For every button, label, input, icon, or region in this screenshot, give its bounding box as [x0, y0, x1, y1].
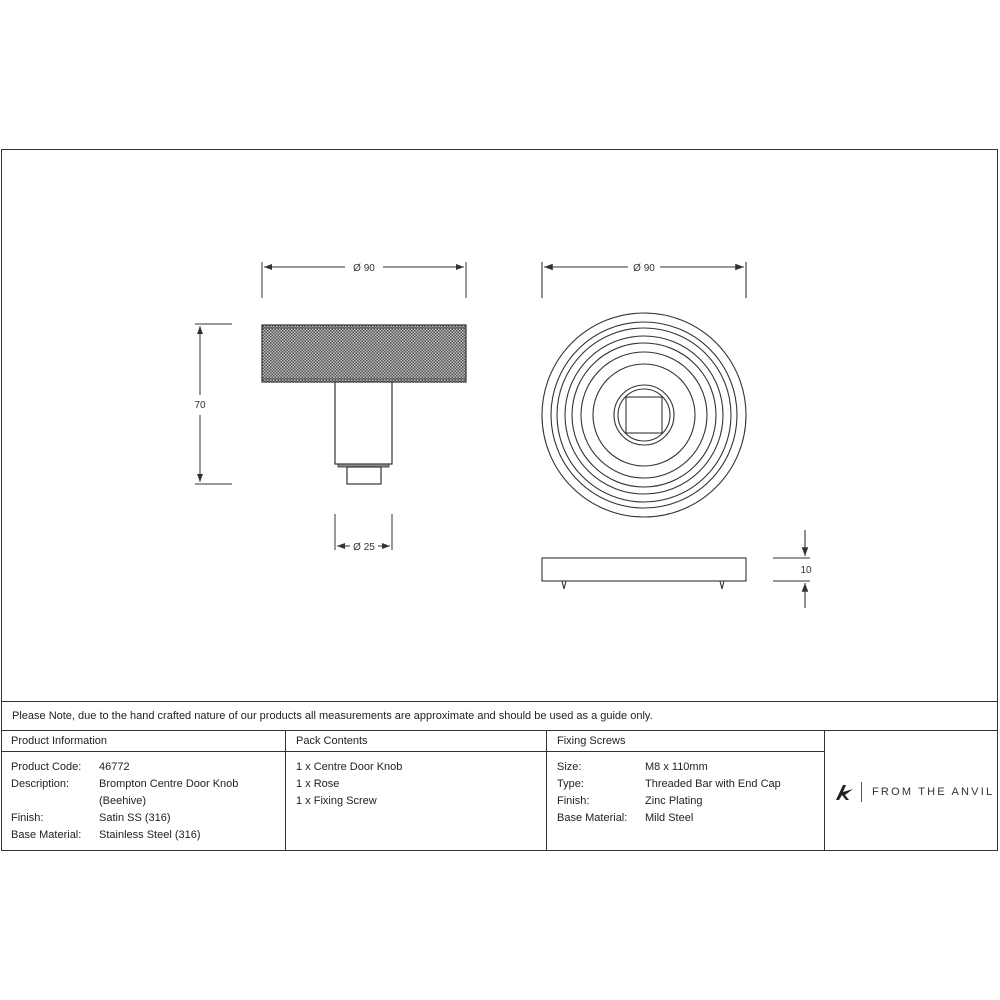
brand-logo: FROM THE ANVIL: [835, 782, 994, 802]
pack-item: 1 x Fixing Screw: [296, 795, 377, 807]
spec-row: Base Material:Stainless Steel (316): [11, 829, 201, 841]
pack-contents-heading: Pack Contents: [286, 731, 546, 752]
spec-row: Base Material:Mild Steel: [557, 812, 694, 824]
product-information-column: Product Information Product Code:46772 D…: [1, 731, 286, 851]
logo-divider: [861, 782, 862, 802]
rose-side-view: [541, 530, 810, 608]
stem-diameter-dim: Ø 25: [353, 542, 375, 553]
measurement-disclaimer: Please Note, due to the hand crafted nat…: [1, 701, 998, 731]
rose-front-view: [541, 262, 747, 518]
pack-item: 1 x Centre Door Knob: [296, 761, 403, 773]
pack-contents-column: Pack Contents 1 x Centre Door Knob 1 x R…: [286, 731, 547, 851]
drawing-sheet-frame: [1, 149, 998, 851]
spec-row: Size:M8 x 110mm: [557, 761, 708, 773]
spec-row: Description:Brompton Centre Door Knob: [11, 778, 239, 790]
fixing-screws-heading: Fixing Screws: [547, 731, 824, 752]
pack-item: 1 x Rose: [296, 778, 340, 790]
knob-height-dim: 70: [194, 400, 206, 411]
rose-diameter-dim: Ø 90: [633, 263, 655, 274]
knob-diameter-dim: Ø 90: [353, 263, 375, 274]
spec-table: Product Information Product Code:46772 D…: [1, 730, 998, 851]
spec-row: (Beehive): [99, 795, 147, 807]
fixing-screws-column: Fixing Screws Size:M8 x 110mm Type:Threa…: [547, 731, 825, 851]
spec-row: Product Code:46772: [11, 761, 130, 773]
brand-name: FROM THE ANVIL: [872, 786, 995, 798]
spec-row: Finish:Zinc Plating: [557, 795, 703, 807]
spec-row: Finish:Satin SS (316): [11, 812, 171, 824]
anvil-a-icon: [836, 785, 853, 800]
spec-row: Type:Threaded Bar with End Cap: [557, 778, 781, 790]
rose-thickness-dim: 10: [800, 565, 812, 576]
product-information-heading: Product Information: [1, 731, 285, 752]
technical-drawing: Ø 90 70 Ø 25 Ø 90: [194, 262, 812, 608]
knob-side-view: Ø 90 70 Ø 25: [194, 262, 467, 553]
